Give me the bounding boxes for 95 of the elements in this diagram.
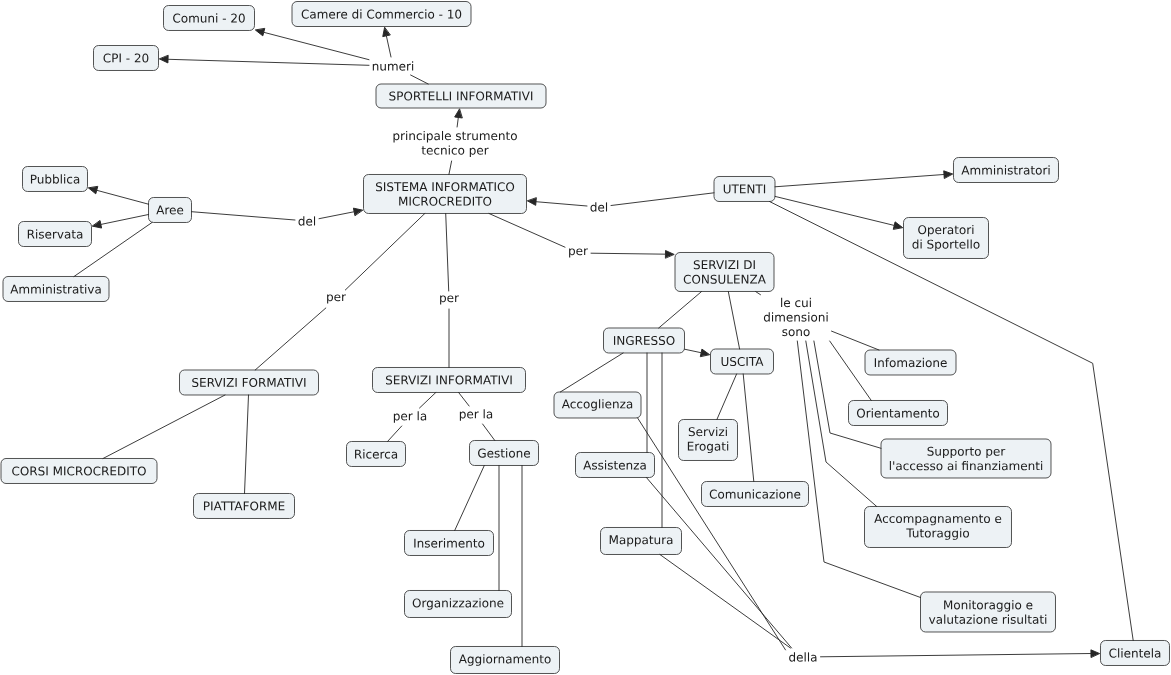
concept-box: Accoglienza	[553, 391, 642, 419]
linking-phrase: della	[789, 652, 817, 662]
concept-box: SISTEMA INFORMATICO MICROCREDITO	[363, 174, 527, 214]
concept-box: UTENTI	[713, 176, 776, 202]
connector-line	[191, 211, 296, 221]
concept-box: SPORTELLI INFORMATIVI	[375, 83, 547, 109]
connector-line	[454, 465, 485, 531]
concept-box: Gestione	[469, 440, 539, 466]
concept-box: INGRESSO	[603, 327, 685, 354]
linking-phrase: per la	[393, 411, 427, 423]
linking-phrase: del	[298, 216, 316, 226]
concept-box: SERVIZI INFORMATIVI	[372, 367, 526, 393]
connector-line	[254, 307, 327, 371]
concept-box: Aggiornamento	[450, 646, 560, 674]
connector-line	[813, 340, 882, 449]
linking-phrase: numeri	[372, 61, 414, 71]
concept-box: SERVIZI DI CONSULENZA	[674, 252, 775, 292]
concept-box: Comunicazione	[701, 481, 809, 507]
concept-box: Pubblica	[22, 166, 88, 192]
concept-box: PIATTAFORME	[193, 493, 295, 519]
connector-line	[610, 192, 715, 206]
connector-line	[805, 340, 878, 507]
arrow	[382, 27, 392, 58]
concept-box: Clientela	[1100, 640, 1170, 666]
connector-line	[769, 201, 1134, 641]
concept-box: Inserimento	[404, 530, 494, 556]
arrow	[318, 207, 363, 220]
concept-box: USCITA	[710, 348, 774, 375]
connector-line	[661, 352, 663, 528]
arrow	[92, 214, 149, 229]
concept-box: CORSI MICROCREDITO	[0, 458, 158, 484]
connector-line	[419, 392, 437, 409]
concept-box: Amministrativa	[2, 276, 110, 302]
connector-line	[448, 308, 450, 368]
concept-box: Camere di Commercio - 10	[291, 1, 472, 27]
connector-line	[755, 291, 761, 296]
connector-line	[498, 465, 500, 591]
concept-box: Aree	[148, 197, 192, 223]
concept-box: Operatori di Sportello	[903, 217, 989, 259]
arrow	[774, 195, 903, 230]
concept-box: Amministratori	[953, 157, 1059, 183]
connector-line	[482, 423, 496, 441]
connector-line	[646, 352, 648, 453]
concept-box: CPI - 20	[93, 45, 159, 71]
connector-line	[559, 352, 624, 393]
connector-line	[716, 373, 738, 420]
linking-phrase: per	[440, 295, 459, 305]
concept-box: Organizzazione	[404, 590, 512, 618]
arrow	[88, 186, 149, 205]
arrow	[255, 28, 370, 61]
concept-box: SERVIZI FORMATIVI	[179, 369, 319, 396]
connector-line	[727, 291, 741, 350]
linking-phrase: per	[327, 294, 346, 304]
concept-box: Comuni - 20	[163, 5, 255, 31]
connector-line	[410, 74, 429, 85]
connector-line	[244, 394, 249, 494]
connector-line	[344, 213, 426, 291]
connector-line	[73, 222, 153, 277]
connector-line	[829, 340, 872, 401]
concept-box: Riservata	[18, 221, 92, 247]
connector-line	[445, 213, 450, 292]
connector-line	[658, 291, 703, 329]
linking-phrase: per la	[459, 409, 493, 421]
arrow	[590, 250, 675, 259]
connector-line	[831, 330, 880, 351]
concept-box: Monitoraggio e valutazione risultati	[920, 591, 1056, 633]
arrow	[527, 197, 588, 207]
connector-line	[659, 554, 791, 649]
concept-box: Infomazione	[864, 349, 957, 376]
connector-line	[742, 373, 755, 482]
connector-line	[521, 465, 523, 647]
concept-box: Orientamento	[848, 400, 948, 426]
arrow	[454, 108, 463, 128]
connector-line	[637, 417, 786, 651]
connector-line	[488, 213, 566, 248]
linking-phrase: principale strumento tecnico per	[393, 130, 517, 158]
concept-box: Supporto per l'accesso ai finanziamenti	[880, 438, 1052, 479]
connector-line	[448, 160, 453, 175]
concept-box: Mappatura	[600, 527, 682, 555]
concept-box: Ricerca	[346, 441, 406, 467]
connector-line	[458, 392, 470, 407]
linking-phrase: del	[590, 202, 608, 212]
connector-line	[645, 477, 793, 649]
connector-line	[102, 394, 226, 459]
concept-box: Servizi Erogati	[678, 419, 738, 461]
arrow	[820, 649, 1100, 658]
arrow	[684, 348, 710, 357]
connector-line	[387, 425, 403, 442]
concept-box: Assistenza	[575, 452, 655, 478]
linking-phrase: per	[569, 248, 588, 258]
concept-box: Accompagnamento e Tutoraggio	[864, 506, 1012, 548]
arrow	[774, 170, 953, 188]
linking-phrase: le cui dimensioni sono	[763, 297, 828, 337]
arrow	[159, 55, 370, 66]
connector-line	[796, 340, 921, 598]
